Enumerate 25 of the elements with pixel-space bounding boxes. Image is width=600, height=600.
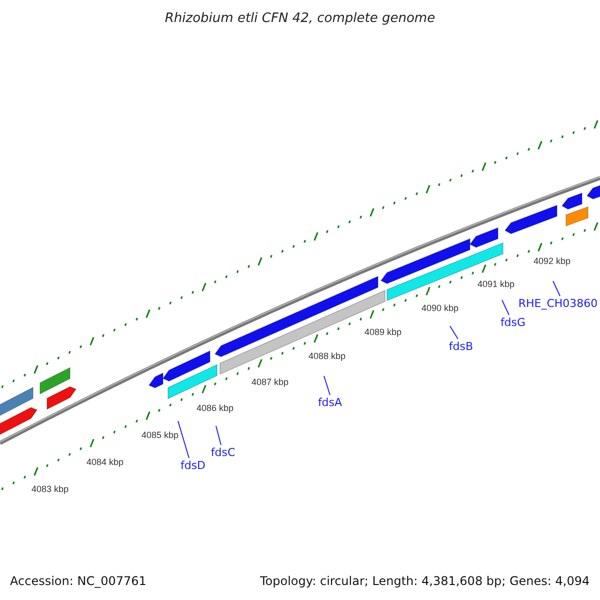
scale-label: 4083 kbp: [31, 484, 69, 495]
leader-line: [216, 426, 222, 446]
scale-label: 4087 kbp: [251, 377, 289, 388]
scale-label: 4086 kbp: [196, 403, 234, 414]
scale-label: 4084 kbp: [86, 457, 124, 468]
scale-label: 4090 kbp: [421, 303, 459, 314]
leader-line: [502, 300, 510, 316]
scale-label: 4092 kbp: [533, 256, 571, 267]
gene-label: fdsG: [500, 316, 526, 329]
leader-line: [324, 376, 330, 396]
scale-label: 4085 kbp: [141, 430, 179, 441]
scale-label: 4091 kbp: [477, 279, 515, 290]
gene-label: fdsA: [318, 396, 342, 409]
footer-text: Accession: NC_007761: [10, 574, 146, 588]
footer-text: Topology: circular; Length: 4,381,608 bp; Genes: 4,094: [260, 574, 590, 588]
scale-label: 4089 kbp: [364, 327, 402, 338]
gene-label: RHE_CH03860: [518, 297, 598, 310]
leader-line: [178, 420, 190, 458]
leader-line: [450, 326, 458, 340]
gene-label: fdsB: [448, 340, 474, 353]
gene-label: fdsC: [210, 446, 236, 459]
title: Rhizobium etli CFN 42, complete genome: [164, 10, 436, 28]
gene-label: fdsD: [180, 459, 206, 472]
scale-label: 4088 kbp: [308, 351, 346, 362]
leader-line: [552, 280, 560, 296]
